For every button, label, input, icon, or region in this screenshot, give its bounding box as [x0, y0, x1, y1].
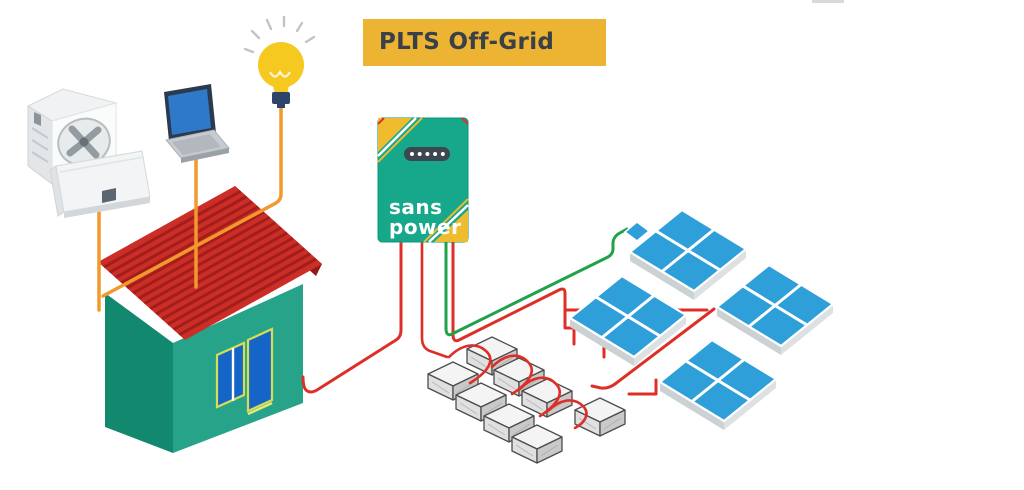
wire-pv-hook: [627, 378, 658, 396]
ac-badge: [34, 112, 41, 126]
solar-panel: [658, 338, 778, 430]
bulb-filament: [269, 69, 291, 78]
solar-panel: [628, 208, 748, 300]
bulb-rays: [243, 15, 316, 54]
battery: [574, 397, 626, 437]
ac-fan-icon: [57, 117, 111, 167]
roof-corrugation: [103, 189, 317, 337]
wire-pv-branch1: [563, 308, 576, 346]
house-left-wall: [105, 293, 173, 453]
house-roof: [98, 186, 322, 340]
inverter: sans power: [377, 117, 469, 243]
laptop-screen: [168, 89, 211, 135]
wire-bulb: [101, 102, 283, 298]
light-bulb: [243, 15, 316, 108]
wire-pv-green: [444, 227, 629, 337]
led-indicators: [410, 152, 445, 156]
battery-bank: [427, 336, 626, 464]
roof-slope: [98, 186, 322, 340]
house-window: [215, 341, 246, 409]
laptop-keyboard: [172, 134, 221, 155]
wire-inverter-to-battery: [420, 238, 449, 359]
power-wires-front: [590, 307, 716, 396]
laptop: [164, 84, 230, 163]
cropped-artifact-line: [812, 0, 844, 3]
battery: [427, 361, 479, 401]
ac-indoor-unit: [49, 150, 151, 218]
ac-display: [102, 188, 116, 203]
pv-connector-box: [623, 221, 651, 242]
title-banner-label: PLTS Off-Grid: [379, 29, 555, 55]
inverter-brand-line1: sans: [389, 195, 443, 219]
battery-wiring: [420, 238, 588, 430]
wire-pv-diagonal: [590, 307, 716, 390]
inverter-corner-stripes: [377, 117, 469, 243]
title-banner: PLTS Off-Grid: [363, 19, 606, 66]
orange-wires: [97, 102, 283, 312]
inverter-brand-line2: power: [389, 215, 461, 239]
solar-panel: [715, 263, 835, 355]
bulb-glass: [258, 42, 304, 88]
battery: [511, 424, 563, 464]
solar-array: [568, 208, 835, 430]
wire-pv-red: [451, 238, 709, 343]
laptop-front-edge: [181, 148, 229, 163]
ac-vents: [31, 127, 49, 163]
wire-inverter-to-house: [301, 238, 403, 394]
solar-panel: [568, 274, 688, 366]
power-wires: [301, 227, 709, 394]
inverter-led-display: [404, 147, 450, 161]
bulb-base: [272, 92, 290, 104]
house-door: [246, 327, 274, 416]
house: [98, 186, 322, 453]
